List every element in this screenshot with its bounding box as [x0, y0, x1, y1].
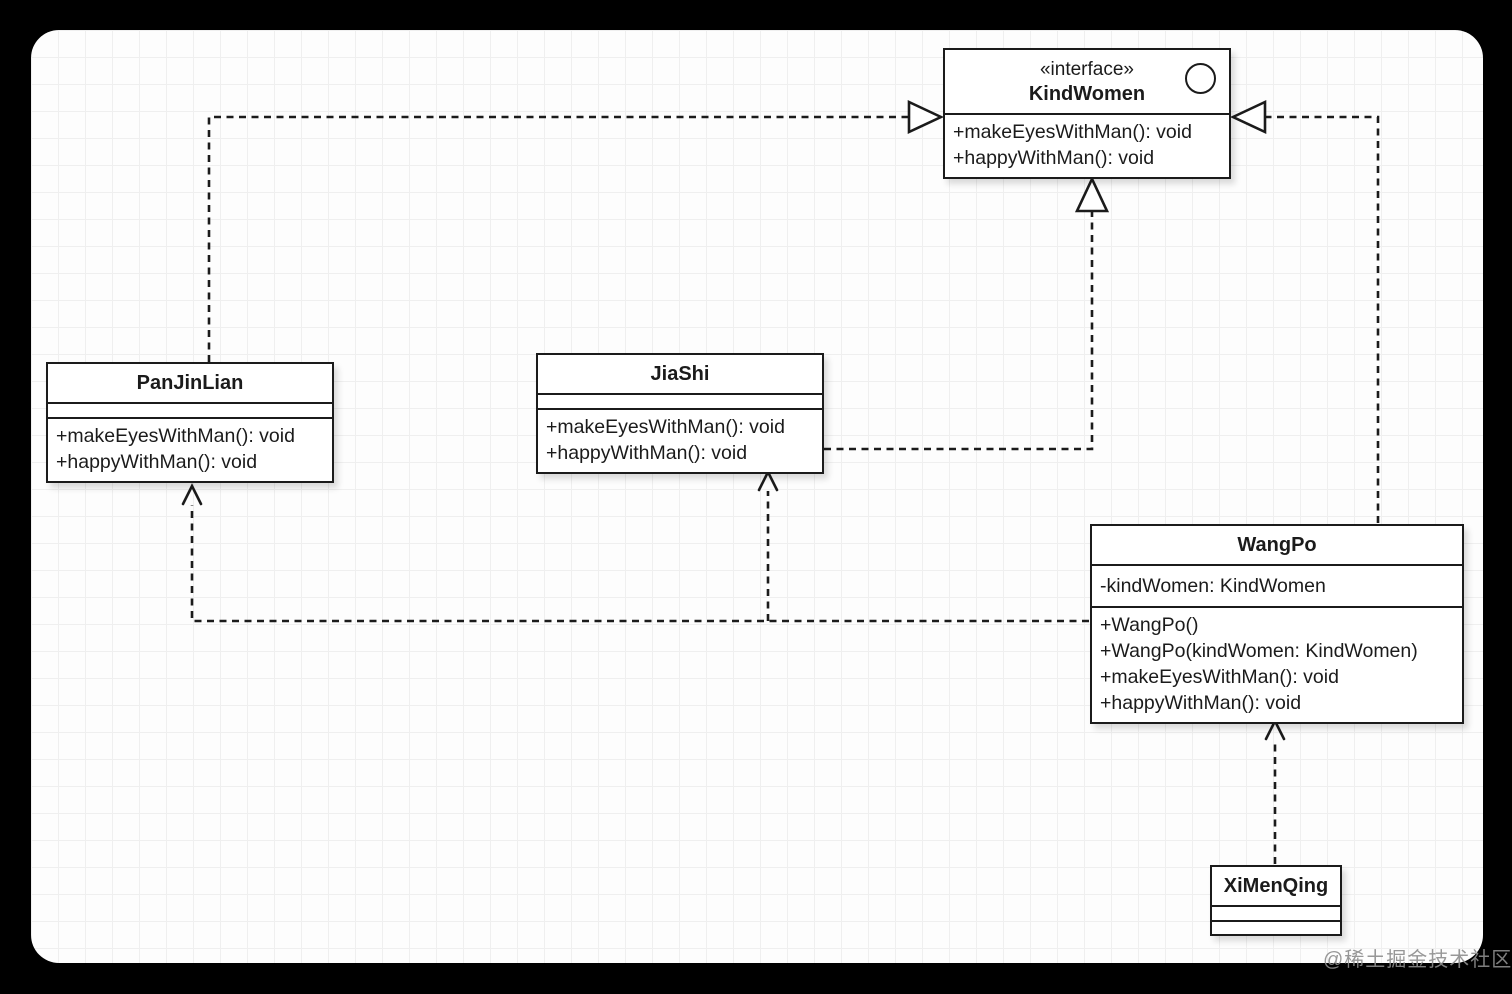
class-name: WangPo [1237, 534, 1317, 556]
interface-name: KindWomen [1028, 83, 1146, 105]
interface-kindwomen: «interface» KindWomen +makeEyesWithMan()… [943, 48, 1231, 179]
class-wangpo: WangPo -kindWomen: KindWomen +WangPo() +… [1090, 524, 1464, 724]
attributes-section [48, 402, 332, 417]
method-label: +WangPo() [1100, 614, 1199, 636]
attributes-section [538, 393, 822, 408]
interface-circle-icon [1185, 63, 1216, 94]
method-label: +happyWithMan(): void [546, 442, 748, 464]
methods-section: +makeEyesWithMan(): void +happyWithMan()… [538, 408, 822, 472]
methods-section [1212, 920, 1340, 934]
method-label: +makeEyesWithMan(): void [546, 416, 785, 438]
interface-methods-section: +makeEyesWithMan(): void +happyWithMan()… [945, 113, 1229, 177]
class-jiashi: JiaShi +makeEyesWithMan(): void +happyWi… [536, 353, 824, 474]
method-label: +makeEyesWithMan(): void [953, 121, 1192, 143]
method-label: +WangPo(kindWomen: KindWomen) [1100, 640, 1418, 662]
method-label: +makeEyesWithMan(): void [56, 425, 295, 447]
method-label: +happyWithMan(): void [56, 451, 258, 473]
interface-stereotype: «interface» [1039, 59, 1134, 80]
method-label: +makeEyesWithMan(): void [1100, 666, 1339, 688]
method-label: +happyWithMan(): void [953, 147, 1155, 169]
methods-section: +WangPo() +WangPo(kindWomen: KindWomen) … [1092, 606, 1462, 722]
watermark-text: @稀土掘金技术社区 [1323, 949, 1512, 971]
attributes-section: -kindWomen: KindWomen [1092, 564, 1462, 606]
attributes-section [1212, 905, 1340, 920]
class-panjinlian: PanJinLian +makeEyesWithMan(): void +hap… [46, 362, 334, 483]
class-name: PanJinLian [136, 372, 244, 394]
method-label: +happyWithMan(): void [1100, 692, 1302, 714]
diagram-canvas [31, 30, 1483, 963]
class-name: XiMenQing [1223, 875, 1329, 897]
attribute-label: -kindWomen: KindWomen [1100, 575, 1326, 597]
interface-header: «interface» KindWomen [945, 50, 1229, 113]
methods-section: +makeEyesWithMan(): void +happyWithMan()… [48, 417, 332, 481]
class-ximenqing: XiMenQing [1210, 865, 1342, 936]
class-name: JiaShi [650, 363, 710, 385]
